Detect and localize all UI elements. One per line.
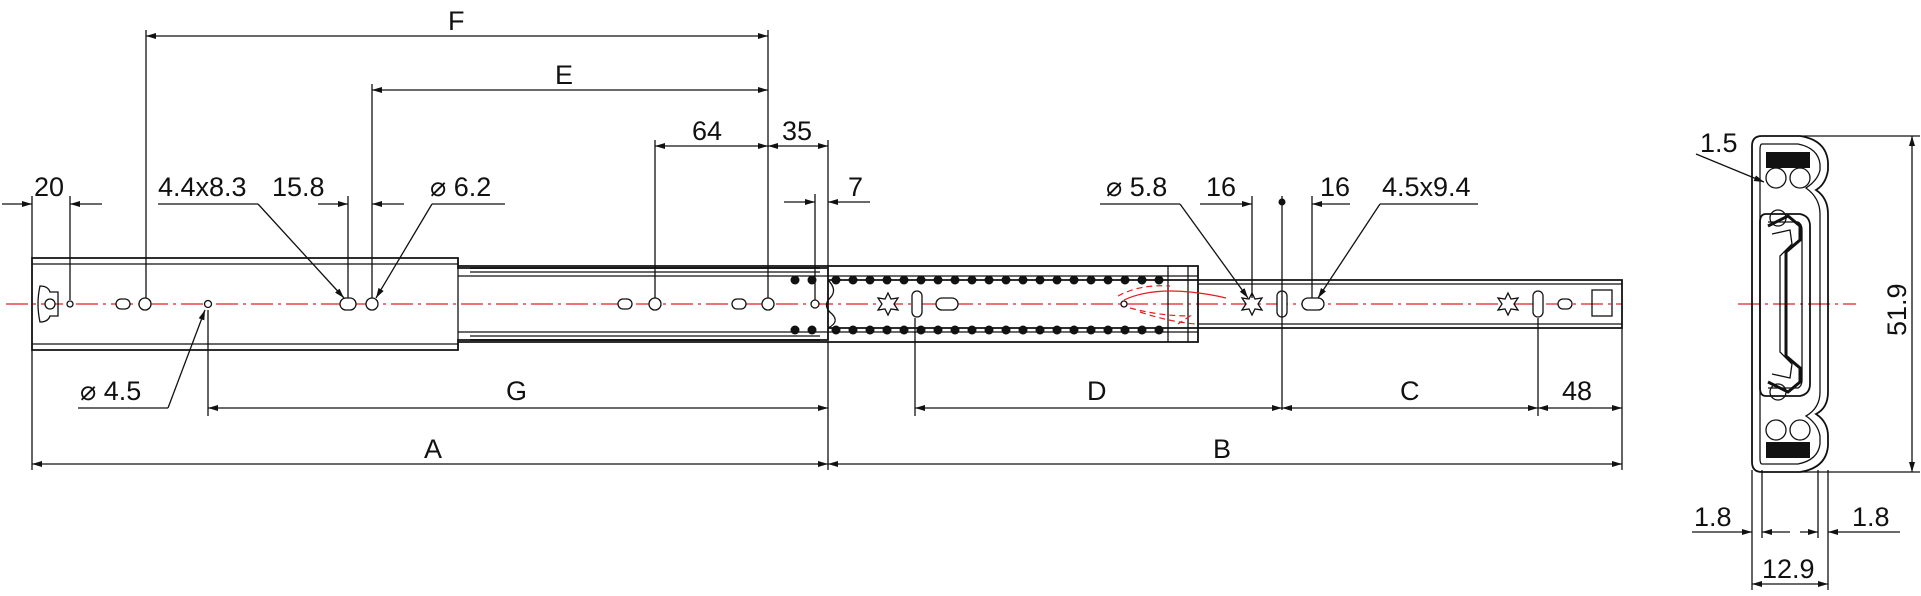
dim-dia-6-2: ⌀ 6.2 bbox=[430, 172, 491, 202]
dim-E: E bbox=[555, 60, 573, 90]
ball-bearing-row-top bbox=[790, 275, 1164, 285]
dim-1-5: 1.5 bbox=[1700, 128, 1738, 158]
ball-bearing-row-bottom bbox=[790, 325, 1164, 335]
dim-16-a: 16 bbox=[1206, 172, 1236, 202]
dim-D: D bbox=[1087, 376, 1107, 406]
outer-member bbox=[31, 257, 829, 351]
dim-dia-5-8: ⌀ 5.8 bbox=[1106, 172, 1167, 202]
dim-A: A bbox=[424, 434, 442, 464]
dim-35: 35 bbox=[782, 116, 812, 146]
dim-51-9: 51.9 bbox=[1882, 283, 1912, 336]
section-view bbox=[1738, 135, 1856, 473]
dim-B: B bbox=[1213, 434, 1231, 464]
bottom-pad bbox=[1766, 442, 1810, 458]
dimensions-section: 1.5 51.9 1.8 1.8 12.9 bbox=[1692, 128, 1920, 590]
dim-15-8: 15.8 bbox=[272, 172, 325, 202]
dimensions-side: F E 64 35 7 20 4.4x8.3 15.8 bbox=[2, 6, 1623, 470]
disconnect-lever bbox=[1117, 285, 1227, 325]
inner-member bbox=[825, 279, 1623, 329]
dim-dia-4-5: ⌀ 4.5 bbox=[80, 376, 141, 406]
top-pad bbox=[1766, 152, 1810, 168]
side-view bbox=[6, 257, 1623, 351]
inner-member-holes bbox=[876, 290, 1573, 318]
dim-C: C bbox=[1400, 376, 1420, 406]
outer-member-holes bbox=[66, 297, 379, 311]
dim-64: 64 bbox=[692, 116, 722, 146]
dim-7: 7 bbox=[848, 172, 863, 202]
dim-1-8-right: 1.8 bbox=[1852, 502, 1890, 532]
dim-F: F bbox=[448, 6, 465, 36]
dim-slot-4-4x8-3: 4.4x8.3 bbox=[158, 172, 247, 202]
middle-member-holes bbox=[617, 297, 820, 311]
dim-G: G bbox=[506, 376, 527, 406]
dim-16-b: 16 bbox=[1320, 172, 1350, 202]
dim-48: 48 bbox=[1562, 376, 1592, 406]
dim-12-9: 12.9 bbox=[1762, 554, 1815, 584]
dim-20: 20 bbox=[34, 172, 64, 202]
rear-bracket bbox=[37, 285, 59, 323]
dim-slot-4-5x9-4: 4.5x9.4 bbox=[1382, 172, 1471, 202]
dim-1-8-left: 1.8 bbox=[1694, 502, 1732, 532]
